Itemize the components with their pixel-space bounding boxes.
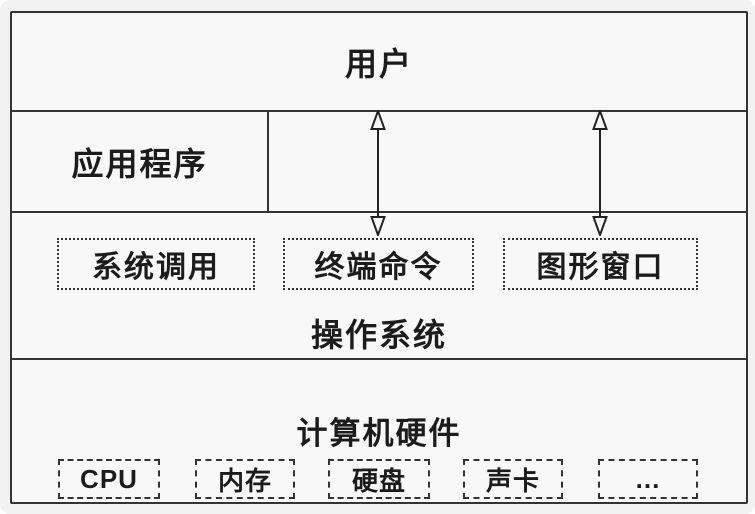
layer-user: 用户	[12, 13, 746, 112]
interface-box-system-call: 系统调用	[57, 238, 255, 290]
layer-os-label: 操作系统	[310, 317, 447, 353]
interface-label-terminal-command: 终端命令	[314, 251, 443, 284]
hardware-box-soundcard: 声卡	[463, 459, 563, 499]
hardware-box-ellipsis: ...	[598, 459, 698, 499]
double-arrow-user-terminal-icon	[370, 110, 386, 236]
interface-label-system-call: 系统调用	[92, 251, 220, 284]
hardware-label-cpu: CPU	[80, 463, 138, 494]
layer-application-label: 应用程序	[71, 145, 208, 182]
double-arrow-user-window-icon	[592, 110, 608, 236]
hardware-box-disk: 硬盘	[328, 459, 430, 499]
layer-os: 系统调用 终端命令 图形窗口 操作系统	[12, 213, 746, 360]
hardware-label-memory: 内存	[217, 465, 272, 496]
hardware-box-cpu: CPU	[58, 459, 160, 499]
os-architecture-diagram: 用户 应用程序 系统调用 终端命令 图形窗口 操作系统 计算机硬件 CPU	[10, 11, 748, 504]
hardware-box-memory: 内存	[195, 459, 295, 499]
interface-label-graphical-window: 图形窗口	[536, 251, 665, 284]
layer-hardware-label: 计算机硬件	[296, 416, 462, 451]
interface-box-graphical-window: 图形窗口	[503, 238, 698, 290]
hardware-label-ellipsis: ...	[635, 463, 661, 494]
hardware-label-soundcard: 声卡	[485, 465, 540, 496]
hardware-label-disk: 硬盘	[351, 465, 406, 496]
layer-hardware: 计算机硬件 CPU 内存 硬盘 声卡 ...	[12, 360, 746, 504]
interface-box-terminal-command: 终端命令	[283, 238, 474, 290]
layer-application: 应用程序	[12, 112, 269, 211]
layer-user-label: 用户	[344, 45, 413, 82]
